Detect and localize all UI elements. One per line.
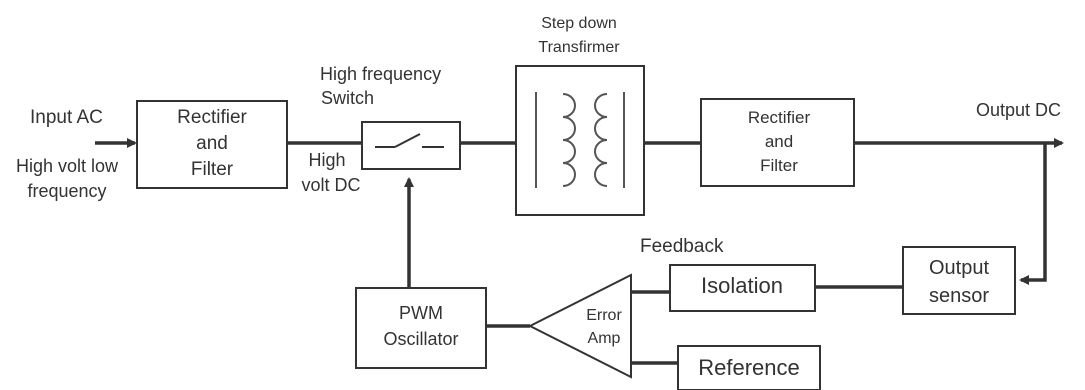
output-sensor-block xyxy=(902,246,1016,315)
input-ac-label: Input AC xyxy=(30,107,103,128)
error-amp-line1: Error xyxy=(586,307,622,324)
rectifier1-line1: Rectifier xyxy=(177,107,247,128)
transformer-primary-winding xyxy=(562,93,576,187)
reference-label: Reference xyxy=(698,355,800,380)
high-frequency-switch-block xyxy=(361,121,461,170)
hv-dc-line2: volt DC xyxy=(301,175,361,195)
transformer-label-line1: Step down xyxy=(541,15,617,32)
rectifier-filter-block-1 xyxy=(136,100,288,189)
output-to-sensor-wire xyxy=(1019,143,1047,285)
rectifier2-line1: Rectifier xyxy=(747,108,811,127)
transformer-label-line2: Transfirmer xyxy=(538,39,620,56)
step-down-transformer-block xyxy=(515,65,645,216)
pwm-oscillator-block xyxy=(355,287,487,369)
output-sensor-line2: sensor xyxy=(928,285,990,307)
error-amp-line2: Amp xyxy=(587,330,621,347)
switch-blade xyxy=(394,133,421,148)
switch-label-line1: High frequency xyxy=(320,64,442,84)
rectifier1-line2: and xyxy=(196,133,228,154)
rectifier1-line3: Filter xyxy=(190,159,234,180)
input-desc-line1: High volt low xyxy=(15,156,119,176)
error-amp-triangle xyxy=(527,273,632,379)
switch-label-line2: Switch xyxy=(321,88,375,108)
output-dc-label: Output DC xyxy=(976,100,1062,120)
isolation-label: Isolation xyxy=(701,273,783,298)
pwm-line2: Oscillator xyxy=(383,329,459,349)
output-sensor-line1: Output xyxy=(928,257,990,279)
input-desc-line2: frequency xyxy=(27,181,107,201)
feedback-label: Feedback xyxy=(640,236,724,257)
hv-dc-line1: High xyxy=(308,150,346,170)
rectifier-filter-block-2 xyxy=(700,98,855,187)
rectifier2-line2: and xyxy=(764,132,794,151)
rectifier2-line3: Filter xyxy=(760,156,798,175)
isolation-block xyxy=(669,264,816,312)
transformer-secondary-winding xyxy=(594,93,608,187)
pwm-line1: PWM xyxy=(399,303,443,323)
reference-block xyxy=(677,345,821,390)
